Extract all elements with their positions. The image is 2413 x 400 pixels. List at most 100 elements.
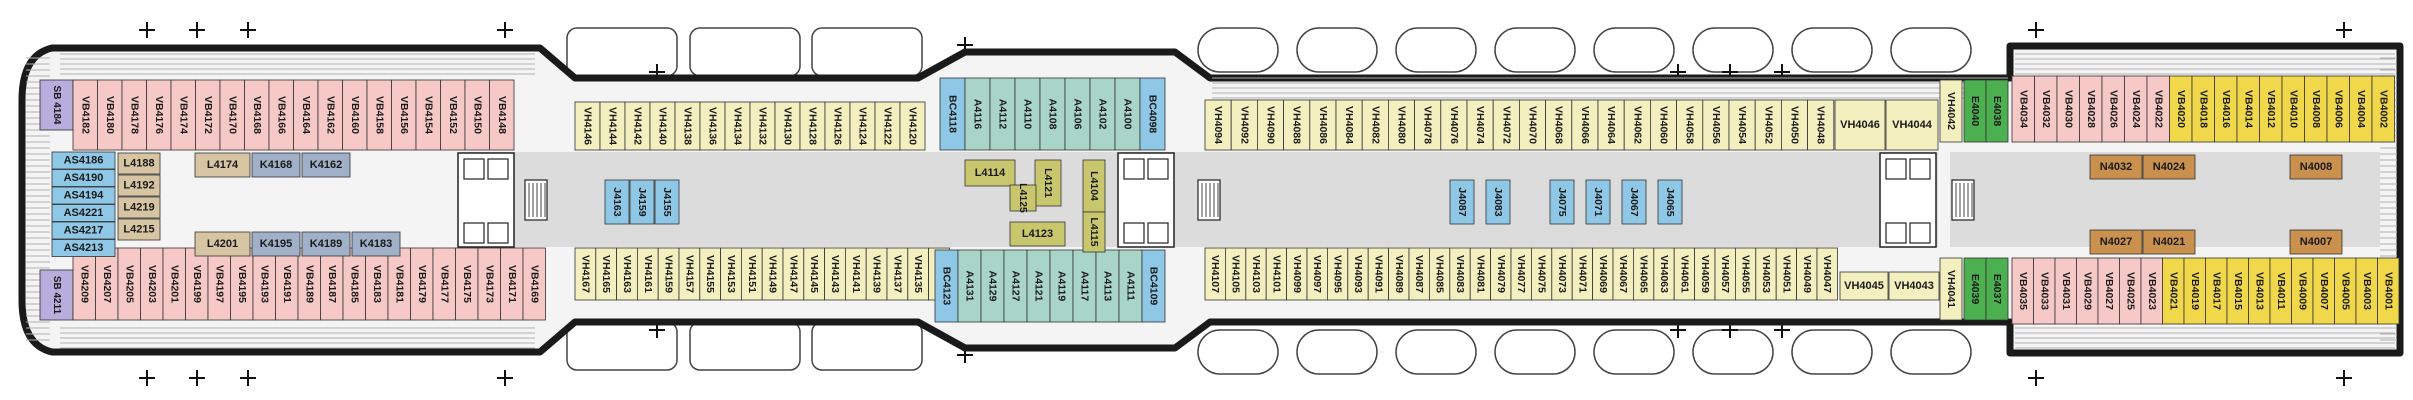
cabin-label: VH4139 <box>871 255 883 293</box>
cabin-label: J4083 <box>1492 187 1504 216</box>
cabin-box <box>51 204 116 222</box>
cabin-box <box>874 101 901 151</box>
cabin-label: VH4085 <box>1434 255 1446 293</box>
cabin-label: K4162 <box>310 159 342 171</box>
cabin-box <box>1034 159 1062 207</box>
cabin-label: VH4071 <box>1576 255 1588 293</box>
cabin-box <box>195 79 221 151</box>
cabin-label: VH4157 <box>683 255 695 293</box>
lifeboat <box>1692 329 1774 375</box>
cabin-label: VB4191 <box>281 265 293 303</box>
cabin-label: VB4023 <box>2146 272 2158 310</box>
cabin-box <box>1009 221 1066 247</box>
cabin-box <box>251 231 301 257</box>
lifeboat <box>1296 27 1378 73</box>
cabin-box <box>1414 99 1442 151</box>
cabin-label: VB4181 <box>393 265 405 303</box>
cabin-label: A4110 <box>1022 99 1034 130</box>
cabin-label: VB4014 <box>2242 90 2254 128</box>
cabin-box <box>2289 154 2343 180</box>
cabin-box <box>51 239 116 257</box>
cabin-label: VH4155 <box>704 255 716 293</box>
elevator-icon <box>1909 158 1931 180</box>
cabin-label: VH4122 <box>882 107 894 145</box>
cabin-label: VH4090 <box>1265 106 1277 144</box>
cabin-label: VH4050 <box>1789 106 1801 144</box>
lifeboat <box>1791 27 1873 73</box>
cabin-label: VB4180 <box>104 96 116 134</box>
cabin-label: L4192 <box>123 180 154 192</box>
cabin-label: VB4199 <box>191 265 203 303</box>
cabin-box <box>440 79 466 151</box>
lifeboat <box>1593 329 1675 375</box>
cabin-box <box>117 218 161 241</box>
cabin-box <box>724 101 751 151</box>
cabin-label: VH4165 <box>600 255 612 293</box>
cabin-label: A4117 <box>1079 271 1091 302</box>
cabin-label: VH4046 <box>1840 119 1880 131</box>
cabin-label: VB4025 <box>2124 272 2136 310</box>
cabin-box <box>1014 77 1041 151</box>
elevator-icon <box>1147 222 1169 244</box>
cabin-box <box>1939 257 1963 321</box>
cabin-label: VH4044 <box>1892 119 1933 131</box>
cabin-label: VB4032 <box>2040 90 2052 128</box>
cabin-label: VH4120 <box>907 107 919 145</box>
cabin-label: VB4205 <box>123 265 135 303</box>
cabin-box <box>2377 257 2400 325</box>
cabin-label: VB4179 <box>416 265 428 303</box>
cabin-box <box>1657 179 1683 225</box>
cabin-label: J4155 <box>661 187 673 216</box>
lifeboat <box>1395 27 1477 73</box>
cabin-label: VH4053 <box>1760 255 1772 293</box>
elevator-icon <box>487 222 509 244</box>
lifeboat <box>1296 329 1378 375</box>
cabin-label: VB4017 <box>2210 272 2222 310</box>
cabin-label: VH4105 <box>1230 255 1242 293</box>
cabin-label: VB4209 <box>78 265 90 303</box>
cabin-label: VH4059 <box>1699 255 1711 293</box>
cabin-label: VH4097 <box>1311 255 1323 293</box>
cabin-box <box>1466 99 1494 151</box>
cabin-label: VH4132 <box>757 107 769 145</box>
cabin-label: VH4067 <box>1617 255 1629 293</box>
cabin-label: VB4162 <box>324 96 336 134</box>
lifeboat <box>1197 329 1279 375</box>
cabin-label: VH4136 <box>707 107 719 145</box>
cabin-label: AS4217 <box>64 225 104 237</box>
cabin-box <box>194 231 251 257</box>
lifeboat <box>1791 329 1873 375</box>
cabin-label: L4114 <box>975 167 1006 179</box>
cabin-label: VH4042 <box>1945 92 1957 130</box>
cabin-label: VB4020 <box>2175 90 2187 128</box>
cabin-label: VB4160 <box>349 96 361 134</box>
cabin-box <box>1623 99 1651 151</box>
cabin-label: VB4207 <box>101 265 113 303</box>
cabin-label: VH4089 <box>1393 255 1405 293</box>
lifeboat <box>1593 27 1675 73</box>
cabin-label: VB4154 <box>422 96 434 134</box>
lifeboat <box>811 321 923 371</box>
cabin-box <box>301 152 351 178</box>
cabin-label: VB4006 <box>2332 90 2344 128</box>
cabin-label: VH4080 <box>1396 106 1408 144</box>
cabin-label: L4174 <box>207 159 239 171</box>
cabin-label: A4129 <box>987 271 999 302</box>
cabin-box <box>2089 154 2143 180</box>
cabin-label: VB4201 <box>168 265 180 303</box>
cabin-label: VB4158 <box>373 96 385 134</box>
cabin-label: VB4177 <box>438 265 450 303</box>
cabin-label: N4008 <box>2300 161 2332 173</box>
cabin-box <box>749 101 776 151</box>
cabin-label: VB4010 <box>2287 90 2299 128</box>
cabin-box <box>51 186 116 205</box>
cabin-label: N4007 <box>2300 236 2332 248</box>
cabin-label: AS4186 <box>64 155 104 167</box>
cabin-label: VH4076 <box>1448 106 1460 144</box>
cabin-label: VH4130 <box>782 107 794 145</box>
cabin-label: VB4171 <box>506 265 518 303</box>
lifeboat <box>689 321 801 371</box>
cabin-label: E4039 <box>1969 274 1981 305</box>
cabin-box <box>1702 99 1730 151</box>
